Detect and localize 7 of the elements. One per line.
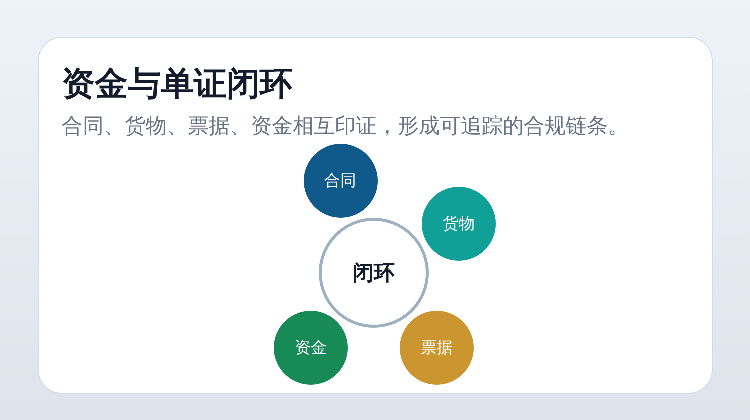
circle-label: 货物 (443, 214, 475, 234)
circle-label: 合同 (324, 171, 356, 191)
circle-label: 票据 (421, 338, 453, 358)
subtitle-text: 合同、货物、票据、资金相互印证，形成可追踪的合规链条。 (62, 113, 629, 139)
circle-label: 资金 (295, 338, 327, 358)
circle-label: 闭环 (353, 260, 395, 286)
diagram-title: 资金与单证闭环 (62, 64, 293, 104)
